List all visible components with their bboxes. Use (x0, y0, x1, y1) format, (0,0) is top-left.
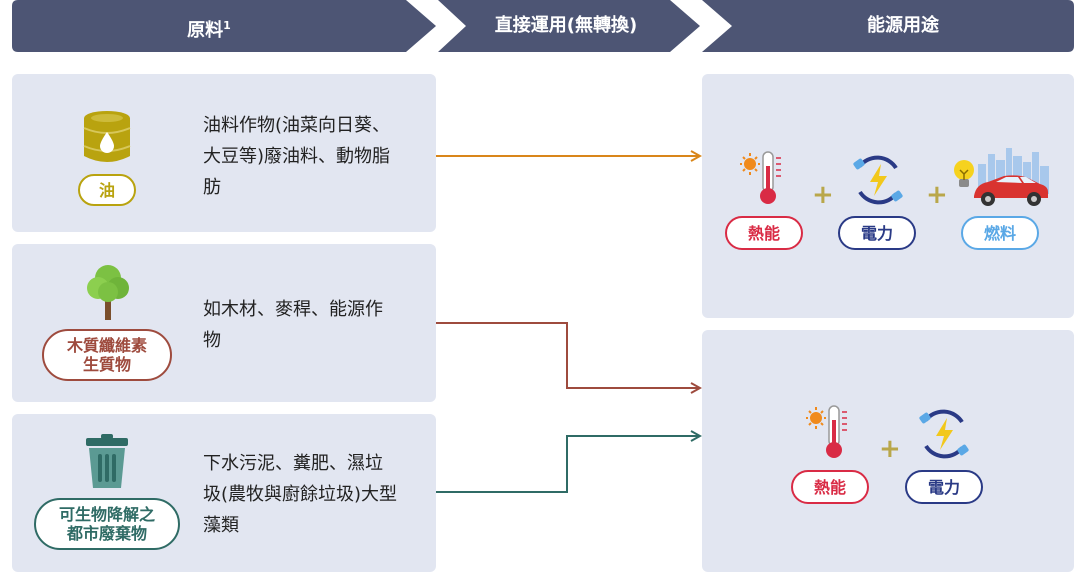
plus-sign: + (812, 180, 834, 210)
output-bottom-power: 電力 (905, 470, 983, 504)
plus-sign: + (879, 434, 901, 464)
oil-barrel-icon (83, 111, 131, 162)
output-bottom-heat: 熱能 (791, 470, 869, 504)
trash-can-icon (86, 434, 128, 488)
output-top-heat: 熱能 (725, 216, 803, 250)
header-energy-use-label: 能源用途 (867, 15, 939, 36)
feedstock-description-waste: 下水污泥、糞肥、濕垃 圾(農牧與廚餘垃圾)大型 藻類 (203, 453, 398, 536)
plus-sign: + (926, 180, 948, 210)
output-card-heat-power (702, 330, 1074, 572)
power-cycle-icon (853, 155, 903, 205)
feedstock-label-oil: 油 (78, 174, 136, 206)
arrow-waste-to-heat-power (436, 436, 700, 493)
output-top-power: 電力 (838, 216, 916, 250)
feedstock-label-lignocellulose: 木質纖維素 生質物 (42, 329, 172, 381)
thermometer-sun-icon (740, 151, 781, 204)
city-car-bulb-icon (954, 148, 1049, 206)
header-feedstock: 原料1 (12, 0, 436, 52)
feedstock-card-oil (12, 74, 436, 232)
header-direct-use-label: 直接運用(無轉換) (494, 15, 638, 36)
header-direct-use: 直接運用(無轉換) (438, 0, 700, 52)
thermometer-sun-icon (806, 405, 847, 458)
feedstock-description-lignocellulose: 如木材、麥稈、能源作 物 (203, 299, 383, 351)
arrow-lignocellulose-to-heat-power (436, 322, 700, 388)
header-energy-use: 能源用途 (702, 0, 1074, 52)
tree-icon (87, 265, 129, 320)
feedstock-label-waste: 可生物降解之 都市廢棄物 (34, 498, 180, 550)
footnote-marker: 1 (223, 19, 231, 32)
feedstock-description-oil: 油料作物(油菜向日葵、 大豆等)廢油料、動物脂 肪 (203, 115, 391, 198)
output-top-fuel: 燃料 (961, 216, 1039, 250)
header-feedstock-label: 原料 (187, 20, 224, 41)
power-cycle-icon (919, 409, 969, 459)
